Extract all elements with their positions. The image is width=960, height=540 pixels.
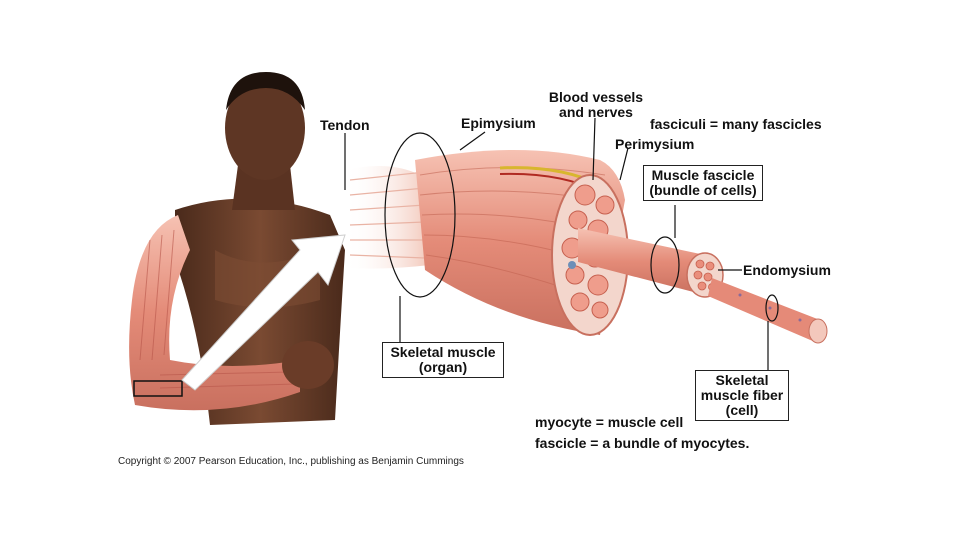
label-blood-vessels: Blood vessels and nerves <box>536 90 656 120</box>
label-muscle-fascicle-line1: Muscle fascicle <box>648 168 758 183</box>
label-muscle-fiber-line1: Skeletal <box>700 373 784 388</box>
label-skeletal-muscle: Skeletal muscle (organ) <box>382 342 504 378</box>
label-perimysium: Perimysium <box>615 137 694 152</box>
label-skeletal-muscle-line1: Skeletal muscle <box>387 345 499 360</box>
fist <box>282 341 334 389</box>
copyright-notice: Copyright © 2007 Pearson Education, Inc.… <box>118 456 464 467</box>
label-endomysium: Endomysium <box>743 263 831 278</box>
nerve-cross-section <box>568 261 576 269</box>
fiber-end <box>809 319 827 343</box>
label-skeletal-muscle-line2: (organ) <box>387 360 499 375</box>
label-muscle-fascicle: Muscle fascicle (bundle of cells) <box>643 165 763 201</box>
label-blood-vessels-line1: Blood vessels <box>536 90 656 105</box>
label-myocyte: myocyte = muscle cell <box>535 415 683 430</box>
label-epimysium: Epimysium <box>461 116 536 131</box>
label-blood-vessels-line2: and nerves <box>536 105 656 120</box>
label-fasciculi: fasciculi = many fascicles <box>650 117 822 132</box>
label-muscle-fiber-line2: muscle fiber <box>700 388 784 403</box>
label-fascicle: fascicle = a bundle of myocytes. <box>535 436 749 451</box>
label-muscle-fascicle-line2: (bundle of cells) <box>648 183 758 198</box>
label-tendon: Tendon <box>320 118 370 133</box>
label-muscle-fiber-line3: (cell) <box>700 403 784 418</box>
label-muscle-fiber: Skeletal muscle fiber (cell) <box>695 370 789 421</box>
